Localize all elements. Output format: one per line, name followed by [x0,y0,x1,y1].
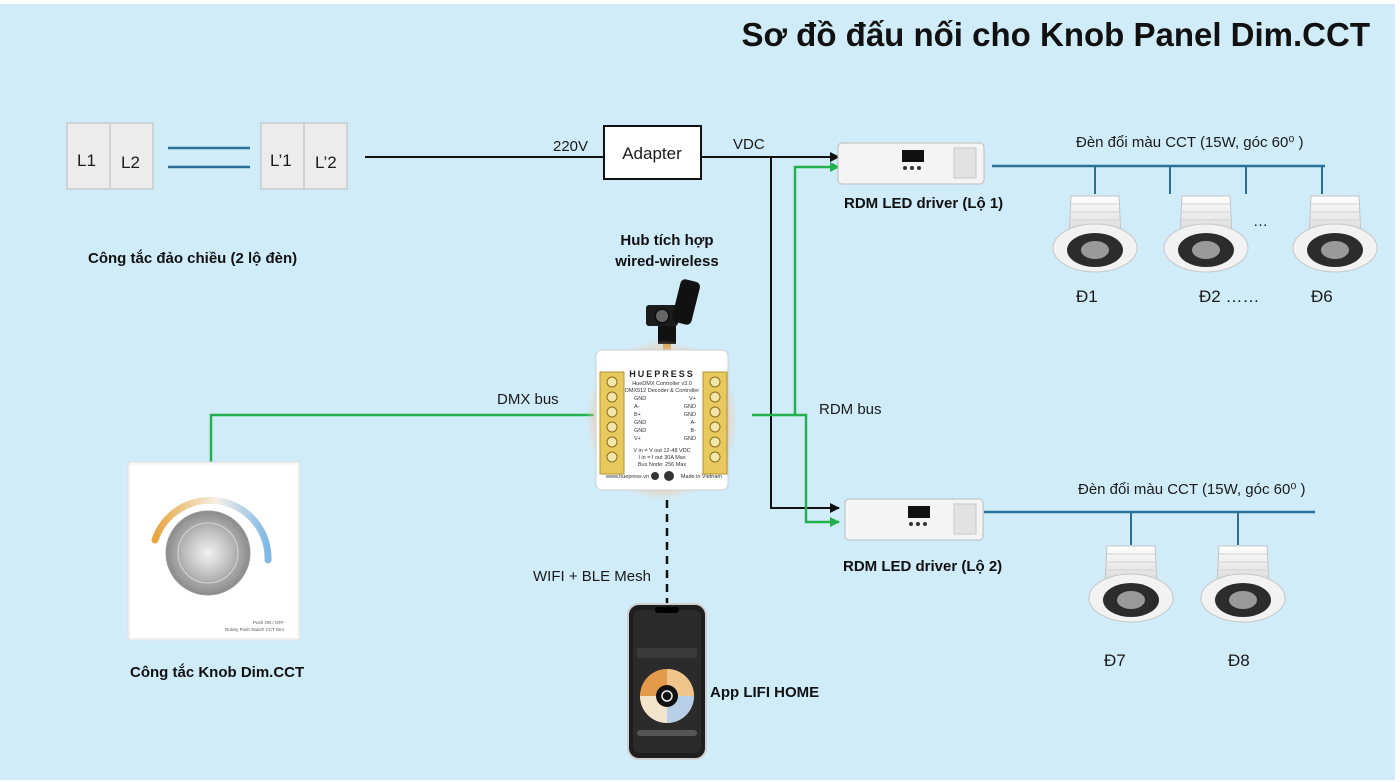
lamp-d1-icon [1052,195,1138,273]
terminal-screw [606,451,618,463]
wifi-icon [664,471,674,481]
dmx-bus-label: DMX bus [497,391,559,408]
switch-left-l1-label: L1 [77,151,96,170]
terminal-screw [606,406,618,418]
terminal-screw [709,436,721,448]
hub-spec1: V in = V out 12-48 VDC [633,448,690,454]
cct-arc [151,496,272,564]
knob-caption: Công tắc Knob Dim.CCT [130,663,304,681]
hub-left-pin-label: GND [634,420,646,426]
lamp-d8-icon [1200,545,1286,623]
knob-panel: Push ON / OFF Rotary Push Switch CCT Dim [127,461,301,641]
switch-right-l2-label: L’2 [315,153,337,172]
rdm-bus-label: RDM bus [819,401,882,418]
knob-dial [165,510,251,596]
terminal-screw [709,406,721,418]
hub-right-pin-label: GND [684,404,696,410]
voltage-out-label: VDC [733,136,765,153]
switch-caption: Công tắc đảo chiều (2 lộ đèn) [88,249,297,267]
hub-subtitle: DMX512 Decoder & Controller [625,388,699,394]
hub-brand: HUEPRESS [629,369,695,379]
hub-right-pin-label: GND [684,436,696,442]
hub-right-pin-label: A- [691,420,697,426]
lamp-ellipsis: … [1253,213,1268,230]
hub-spec2: I in = I out 30A Max [638,455,685,461]
driver2-caption: RDM LED driver (Lộ 2) [843,558,1002,575]
hub-model: HueDMX Controller v3.0 [632,381,692,387]
lamp-d2-icon [1163,195,1249,273]
bluetooth-icon [651,472,659,480]
lamp-d6-label: Đ6 [1311,287,1333,306]
adapter-box [603,125,702,180]
antenna-icon [646,279,700,354]
hub-spec3: Bus Node: 256 Max [638,462,687,468]
lamp-group-label-1: Đèn đổi màu CCT (15W, góc 60⁰ ) [1076,134,1304,151]
switch-left: L1 L2 [66,122,154,190]
driver-1 [837,142,985,185]
page-title: Sơ đồ đấu nối cho Knob Panel Dim.CCT [742,16,1370,53]
hub-left-pin-label: B+ [634,412,641,418]
switch-right-l1-label: L’1 [270,151,292,170]
voltage-in-label: 220V [553,138,588,155]
terminal-screw [606,376,618,388]
driver-2 [844,498,984,541]
dmx-bus-wire [209,413,594,462]
lamp-d7-label: Đ7 [1104,651,1126,670]
wifi-ble-label: WIFI + BLE Mesh [533,568,651,585]
terminal-screw [606,391,618,403]
terminal-screw [709,376,721,388]
lamp-d7-icon [1088,545,1174,623]
hub-caption-line2: wired-wireless [614,253,718,270]
knob-small-text2: Rotary Push Switch CCT Dim [225,627,284,632]
knob-small-text1: Push ON / OFF [253,620,284,625]
lamp-group-label-2: Đèn đổi màu CCT (15W, góc 60⁰ ) [1078,481,1306,498]
adapter-label: Adapter [622,144,682,163]
app-caption: App LIFI HOME [710,684,819,701]
hub-caption-line1: Hub tích hợp [620,232,713,249]
rdm-bus-wire-driver2 [795,413,840,527]
rdm-bus-wire-driver1 [752,162,840,417]
power-icon [661,690,673,702]
lamp-d8-label: Đ8 [1228,651,1250,670]
phone-app-screenshot [627,603,707,760]
lamp-d6-icon [1292,195,1378,273]
terminal-screw [709,391,721,403]
terminal-screw [606,436,618,448]
switch-left-l2-label: L2 [121,153,140,172]
driver1-caption: RDM LED driver (Lộ 1) [844,195,1003,212]
switch-right: L’1 L’2 [260,122,348,190]
hub-website: www.huepress.vn [605,474,649,480]
hub-right-pin-label: GND [684,412,696,418]
hub-left-pin-label: GND [634,428,646,434]
hub-left-pin-label: V+ [634,436,641,442]
hub-left-pin-label: GND [634,396,646,402]
hub-made-in: Made in Vietnam [681,474,723,480]
terminal-screw [709,421,721,433]
vdc-wire-driver2 [770,157,840,513]
terminal-screw [606,421,618,433]
terminal-screw [709,451,721,463]
hub-device: HUEPRESS HueDMX Controller v3.0 DMX512 D… [586,340,738,500]
hub-right-pin-label: B- [691,428,697,434]
hub-left-pin-label: A- [634,404,640,410]
hub-right-pin-label: V+ [689,396,696,402]
lamp-d1-label: Đ1 [1076,287,1098,306]
lamp-d2-label: Đ2 …… [1199,287,1259,306]
